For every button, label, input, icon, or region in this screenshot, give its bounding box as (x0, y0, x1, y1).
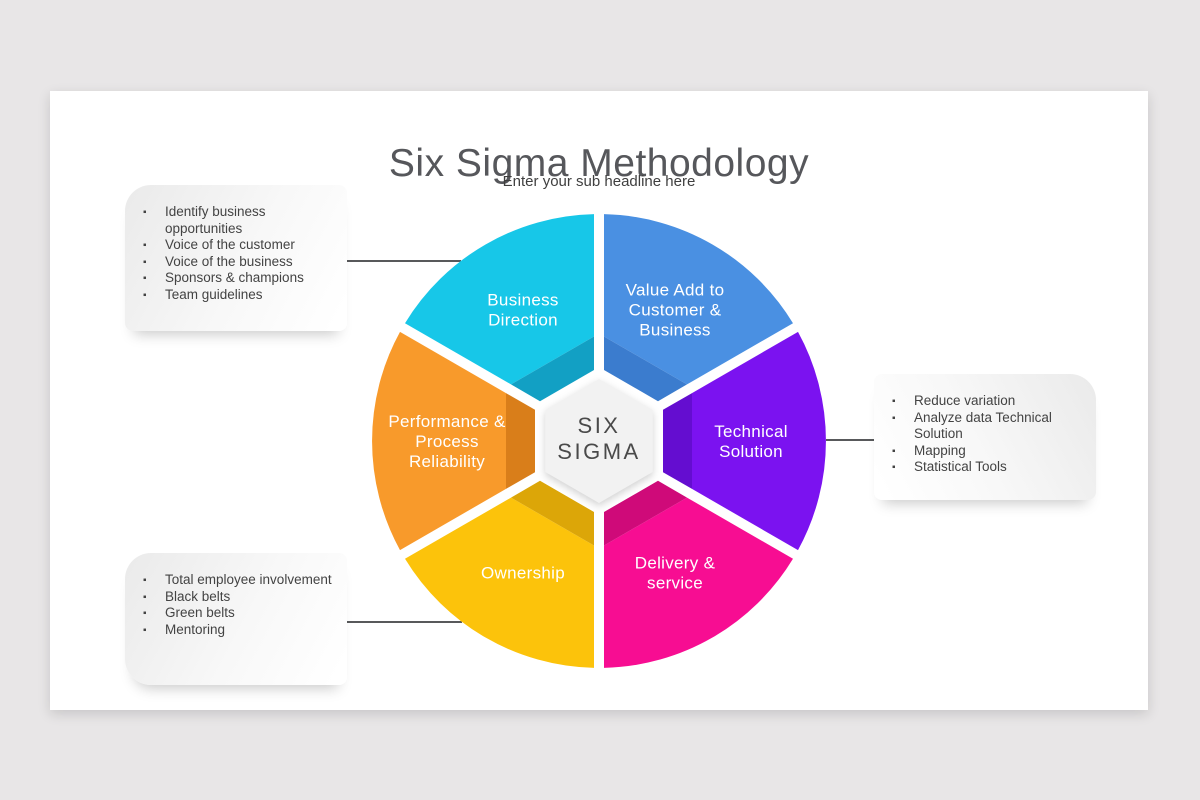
callout-business-direction: Identify business opportunities Voice of… (125, 185, 347, 331)
callout-bullet-item: Voice of the customer (125, 237, 341, 254)
callout-list: Reduce variation Analyze data Technical … (874, 393, 1090, 476)
callout-bullet-item: Identify business opportunities (125, 204, 341, 237)
connector-line-business-direction (330, 260, 461, 262)
callout-bullet-item: Mapping (874, 443, 1090, 460)
callout-list: Identify business opportunities Voice of… (125, 204, 341, 303)
callout-bullet-item: Black belts (125, 589, 341, 606)
page-subtitle: Enter your sub headline here (502, 173, 696, 190)
connector-line-ownership (330, 621, 462, 623)
callout-bullet-item: Sponsors & champions (125, 270, 341, 287)
connector-line-technical-solution (826, 439, 876, 441)
callout-list: Total employee involvement Black belts G… (125, 572, 341, 638)
callout-bullet-item: Analyze data Technical Solution (874, 410, 1090, 443)
callout-bullet-item: Team guidelines (125, 287, 341, 304)
callout-bullet-item: Statistical Tools (874, 459, 1090, 476)
callout-technical-solution: Reduce variation Analyze data Technical … (874, 374, 1096, 500)
callout-bullet-item: Green belts (125, 605, 341, 622)
callout-ownership: Total employee involvement Black belts G… (125, 553, 347, 685)
page-title: Six Sigma Methodology (388, 142, 810, 186)
callout-bullet-item: Total employee involvement (125, 572, 341, 589)
callout-bullet-item: Mentoring (125, 622, 341, 639)
callout-bullet-item: Voice of the business (125, 254, 341, 271)
callout-bullet-item: Reduce variation (874, 393, 1090, 410)
